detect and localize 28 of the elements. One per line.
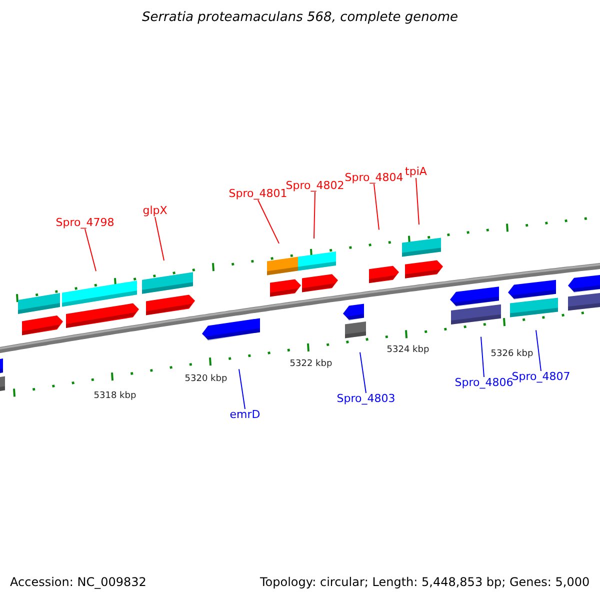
gene-label: emrD: [230, 409, 260, 421]
leader-line: [374, 184, 380, 230]
gene-label: tpiA: [405, 166, 427, 178]
gene-label: Spro_4803: [336, 393, 396, 405]
scale-label: 5326 kbp: [490, 348, 534, 360]
gene-label: Spro_4807: [512, 371, 570, 383]
leader-line: [314, 192, 316, 240]
gene-label: Spro_4804: [344, 172, 404, 184]
scale-label: 5324 kbp: [386, 344, 430, 356]
footer-text: Topology: circular; Length: 5,448,853 bp; Genes: 5,000: [260, 575, 590, 590]
gene-label: Spro_4806: [454, 377, 514, 389]
leader-line: [416, 178, 420, 226]
scale-label: 5318 kbp: [94, 390, 136, 402]
leader-line: [84, 228, 96, 272]
leader-line: [154, 216, 164, 261]
gene-label: Spro_4801: [228, 188, 288, 200]
leader-line: [238, 368, 246, 410]
gene-label: Spro_4798: [56, 217, 114, 229]
title: Serratia proteamaculans 568, complete genome: [142, 10, 458, 25]
leader-line: [258, 200, 280, 244]
gene-label: glpX: [142, 205, 168, 217]
gene-label: Spro_4802: [286, 180, 344, 192]
scale-label: 5322 kbp: [290, 358, 332, 370]
leader-line: [536, 330, 542, 372]
footer-text: Accession: NC_009832: [10, 575, 146, 590]
scale-label: 5320 kbp: [184, 373, 228, 385]
leader-line: [480, 336, 484, 378]
leader-line: [360, 352, 366, 394]
